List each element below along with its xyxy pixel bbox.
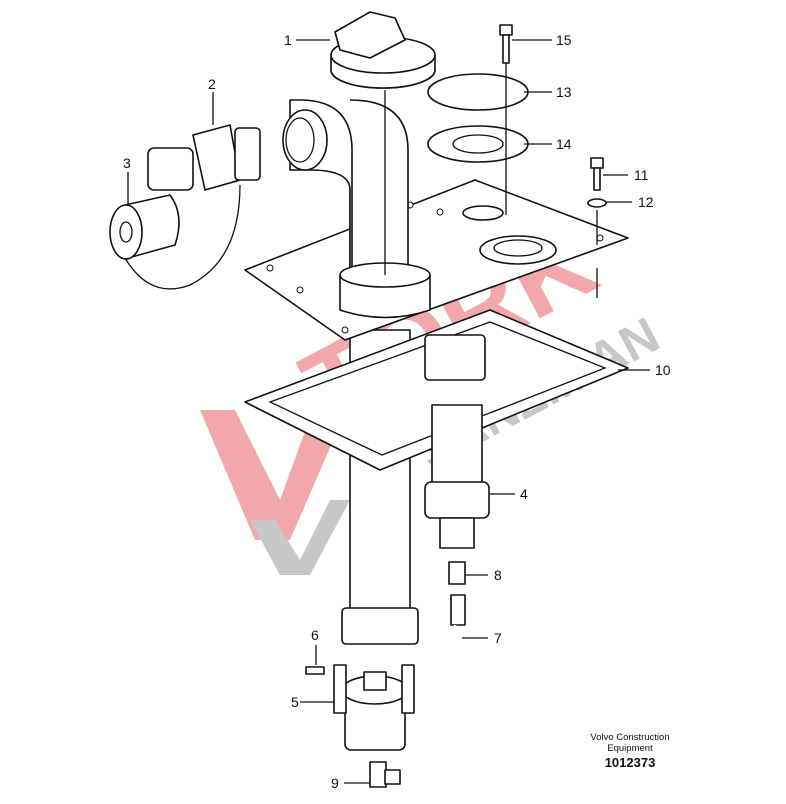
callout-3: 3 — [123, 155, 131, 171]
credit-line-1: Volvo Construction — [590, 732, 670, 743]
callout-8: 8 — [494, 567, 502, 583]
callout-14: 14 — [556, 136, 572, 152]
gasket-part-10 — [244, 309, 629, 471]
manufacturer-credit: Volvo Construction Equipment — [560, 732, 700, 754]
screw-part-15 — [499, 24, 513, 215]
hose-part-7 — [394, 594, 466, 780]
adapter-part-2 — [147, 124, 261, 191]
gasket-part-14 — [427, 125, 529, 163]
callout-7: 7 — [494, 630, 502, 646]
callout-10: 10 — [655, 362, 671, 378]
leader-lines — [127, 39, 650, 784]
strainer-part-5 — [333, 664, 415, 751]
filler-cap-part-1 — [330, 11, 436, 275]
screw-part-6 — [305, 666, 325, 675]
credit-line-2: Equipment — [607, 743, 653, 754]
sender-unit-part-4 — [424, 334, 490, 549]
callout-15: 15 — [556, 32, 572, 48]
protective-cap-part-3 — [109, 184, 241, 290]
washer-part-12 — [587, 198, 607, 298]
callout-12: 12 — [638, 194, 654, 210]
callout-1: 1 — [284, 32, 292, 48]
callout-2: 2 — [208, 76, 216, 92]
callout-labels: 1 2 3 4 5 6 7 8 9 10 11 12 13 14 15 — [123, 32, 671, 791]
callout-11: 11 — [634, 167, 649, 183]
document-number: 1012373 — [604, 755, 656, 770]
cover-plate-part-13 — [427, 73, 529, 111]
screw-part-11 — [590, 157, 604, 191]
fitting-part-8 — [448, 561, 466, 585]
callout-9: 9 — [331, 775, 339, 791]
callout-4: 4 — [520, 486, 528, 502]
callout-5: 5 — [291, 694, 299, 710]
callout-6: 6 — [311, 627, 319, 643]
callout-13: 13 — [556, 84, 572, 100]
elbow-fitting-part-9 — [369, 761, 401, 788]
